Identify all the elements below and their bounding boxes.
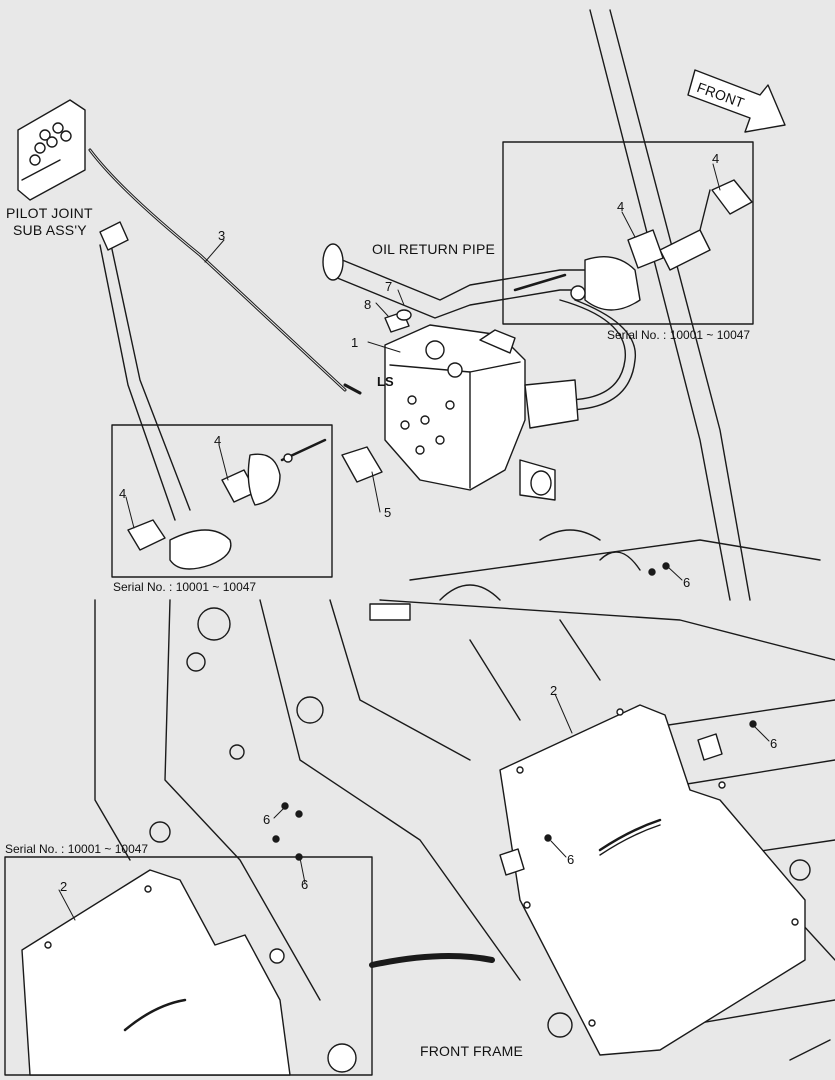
- pilot-joint-label-line1: PILOT JOINT: [6, 205, 93, 221]
- callout-4-upper-right-a: 4: [712, 151, 720, 166]
- pilot-joint-label-line2: SUB ASS'Y: [13, 222, 87, 238]
- leader-lines: [58, 163, 770, 921]
- left-return-pipe: [99, 221, 191, 521]
- callout-6-d: 6: [263, 812, 271, 827]
- bolts-item-6: [272, 562, 757, 861]
- callout-4-upper-right-b: 4: [617, 199, 625, 214]
- callout-1: 1: [351, 335, 359, 350]
- serial-note-upper-right: Serial No. : 10001 ~ 10047: [607, 328, 751, 342]
- callout-3: 3: [218, 228, 226, 243]
- callout-5: 5: [384, 505, 392, 520]
- upper-right-inset-frame: [502, 141, 754, 325]
- front-arrow: [687, 69, 786, 133]
- oil-return-pipe-label: OIL RETURN PIPE: [372, 241, 496, 257]
- callout-8: 8: [364, 297, 372, 312]
- callout-6-a: 6: [683, 575, 691, 590]
- callout-7: 7: [385, 279, 393, 294]
- callout-4-middle-left-b: 4: [119, 486, 127, 501]
- callout-4-middle-left-a: 4: [214, 433, 222, 448]
- ls-port-label: LS: [377, 374, 394, 389]
- cover-plate: [499, 704, 806, 1056]
- middle-left-inset-parts: [127, 438, 327, 570]
- upper-right-inset-parts: [513, 179, 753, 311]
- lower-left-inset-parts: [21, 869, 357, 1076]
- main-control-valve: [384, 324, 579, 501]
- middle-left-inset-frame: [111, 424, 333, 578]
- callout-2: 2: [550, 683, 558, 698]
- pilot-hose: [88, 148, 362, 395]
- callout-6-b: 6: [770, 736, 778, 751]
- detail-arrow: [369, 953, 495, 968]
- callout-2-inset: 2: [60, 879, 68, 894]
- pilot-joint-sub-assembly: [17, 99, 86, 201]
- callout-6-c: 6: [567, 852, 575, 867]
- callout-6-e: 6: [301, 877, 309, 892]
- serial-note-middle-left: Serial No. : 10001 ~ 10047: [113, 580, 257, 594]
- front-frame-label: FRONT FRAME: [420, 1043, 524, 1059]
- serial-note-lower-left: Serial No. : 10001 ~ 10047: [5, 842, 149, 856]
